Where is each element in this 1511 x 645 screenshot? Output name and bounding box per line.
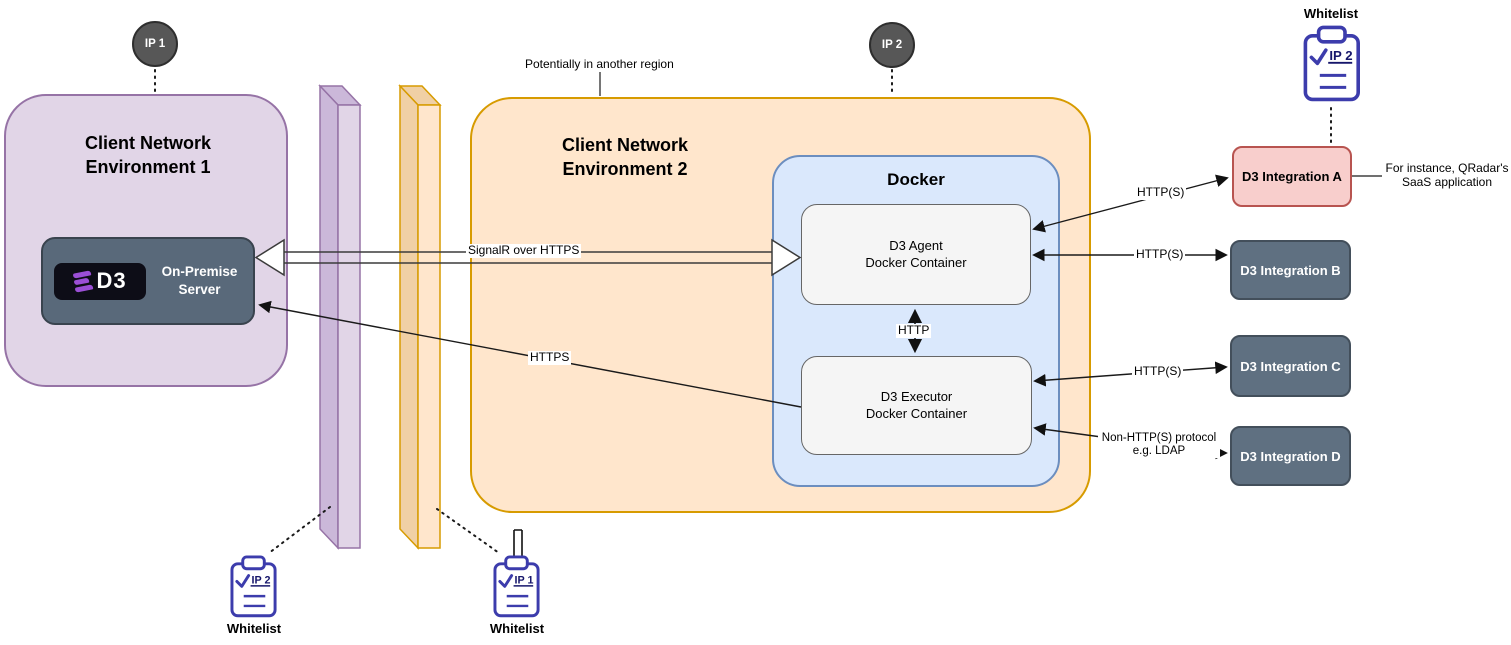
d3-integration-b-box: D3 Integration B [1230, 240, 1351, 300]
docker-title: Docker [887, 170, 945, 189]
whitelist-left-dotted-line [268, 506, 331, 554]
whitelist-a-entry: IP 2 [1329, 48, 1352, 63]
ip2-badge: IP 2 [869, 22, 915, 68]
region-note: Potentially in another region [525, 57, 674, 71]
down-arrow-icon [511, 529, 525, 572]
http-s-label-b: HTTP(S) [1134, 247, 1186, 262]
qradar-note: For instance, QRadar's SaaS application [1385, 161, 1509, 190]
whitelist-left-clipboard-icon: IP 2 [230, 555, 277, 618]
whitelist-a-clipboard-icon: IP 2 [1303, 25, 1361, 102]
agent-label-line1: D3 Agent [889, 238, 943, 254]
whitelist-left-title: Whitelist [226, 621, 282, 636]
ip1-badge: IP 1 [132, 21, 178, 67]
d3-agent-container-box: D3 Agent Docker Container [801, 204, 1031, 305]
executor-label-line1: D3 Executor [880, 389, 953, 405]
whitelist-right-entry: IP 1 [515, 574, 534, 586]
agent-label-line2: Docker Container [865, 254, 967, 270]
executor-label-line2: Docker Container [865, 405, 968, 421]
https-label: HTTPS [528, 350, 572, 365]
d3-executor-container-box: D3 Executor Docker Container [801, 356, 1032, 455]
non-http-label: Non-HTTP(S) protocol e.g. LDAP [1098, 432, 1220, 459]
purple-firewall-bar-icon [318, 84, 362, 550]
signalr-label: SignalR over HTTPS [466, 243, 582, 258]
orange-firewall-bar-icon [398, 84, 442, 550]
d3-integration-c-box: D3 Integration C [1230, 335, 1351, 397]
whitelist-right-title: Whitelist [489, 621, 545, 636]
env2-title: Client Network Environment 2 [561, 135, 689, 180]
d3-integration-a-box: D3 Integration A [1232, 146, 1352, 207]
http-label: HTTP [896, 323, 932, 338]
whitelist-left-entry: IP 2 [252, 574, 271, 586]
d3-integration-d-box: D3 Integration D [1230, 426, 1351, 486]
d3-emblem-icon [73, 270, 94, 293]
d3-logo-text: D3 [96, 268, 127, 293]
whitelist-right-dotted-line [436, 508, 500, 554]
on-premise-server-box: D3 On-Premise Server [41, 237, 255, 325]
d3-logo: D3 [54, 262, 146, 300]
env1-title: Client Network Environment 1 [84, 133, 212, 178]
whitelist-a-title: Whitelist [1303, 6, 1359, 21]
on-premise-server-label: On-Premise Server [161, 264, 238, 297]
whitelist-right-clipboard-icon: IP 1 [493, 555, 540, 618]
http-s-label-c: HTTP(S) [1132, 364, 1184, 379]
http-s-label-a: HTTP(S) [1135, 185, 1187, 200]
